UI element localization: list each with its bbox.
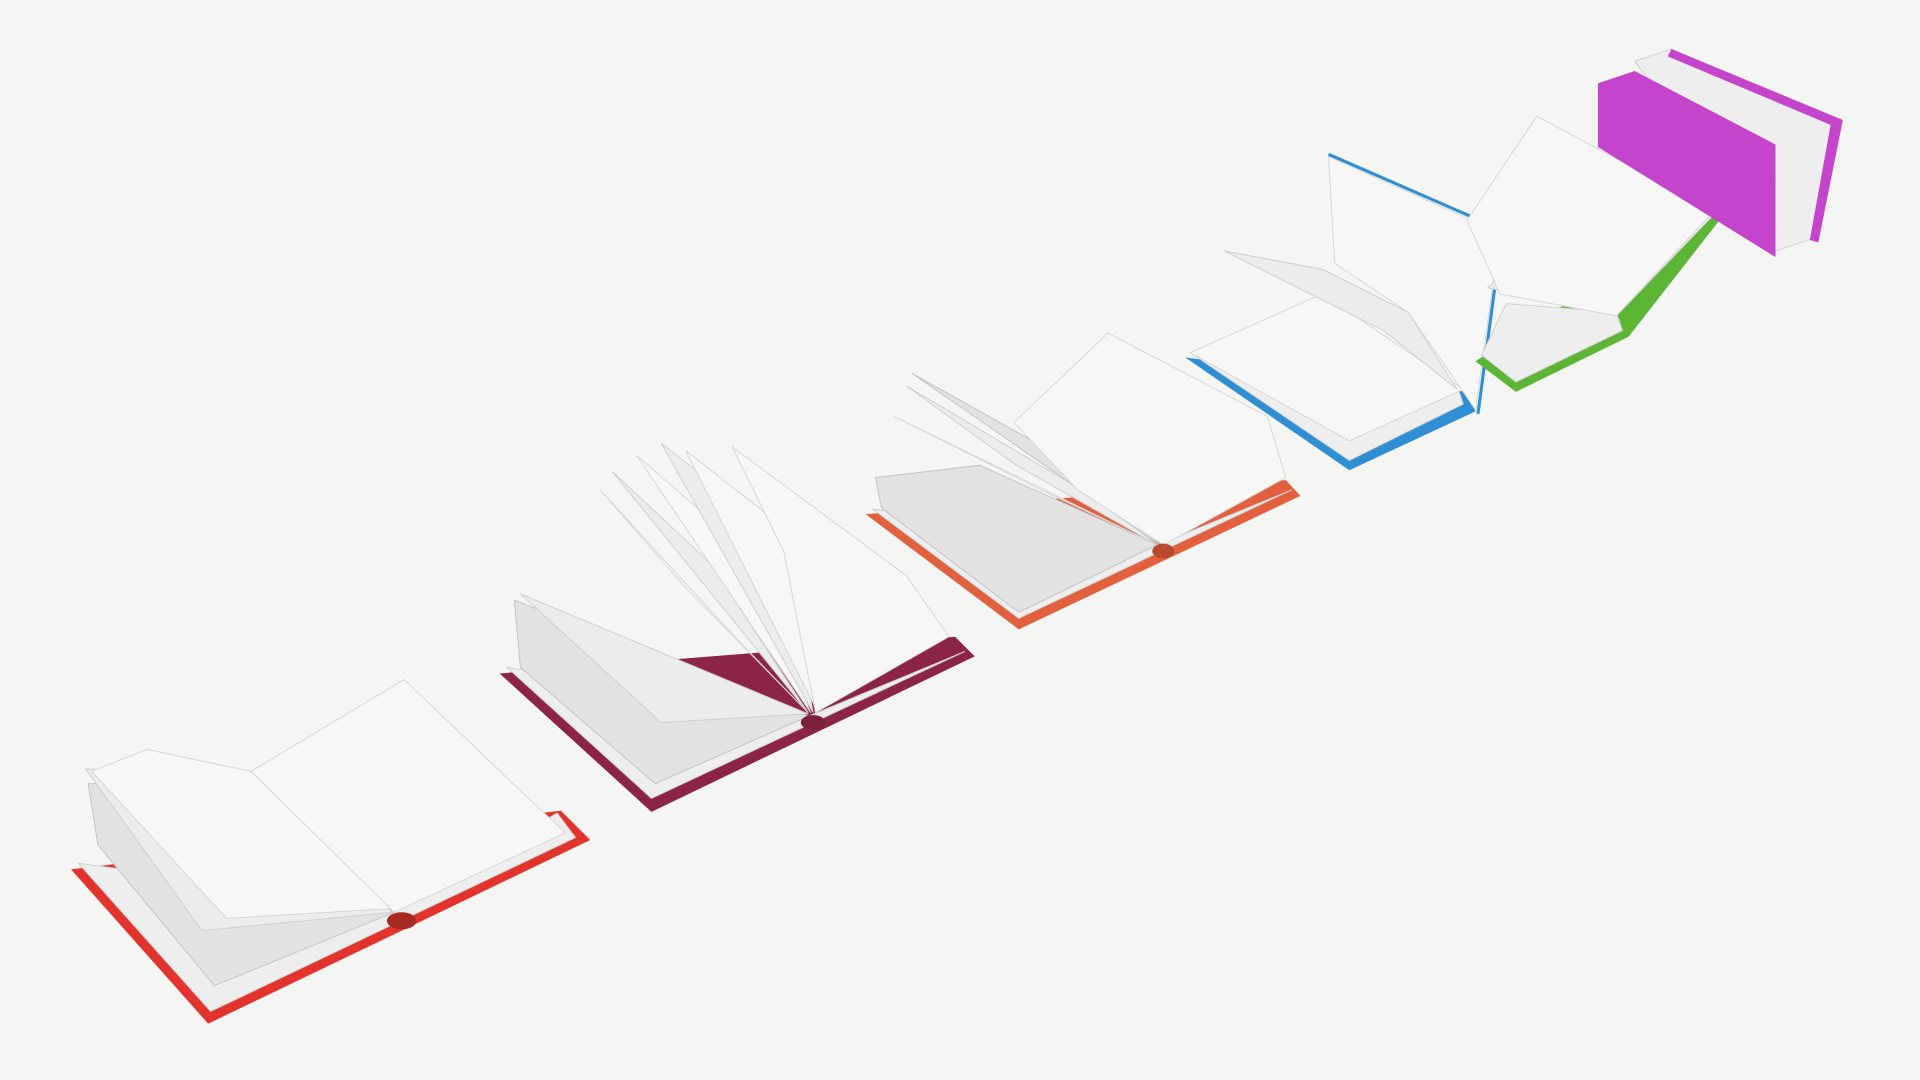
page-right [250, 678, 567, 913]
spine [1152, 543, 1175, 559]
page-block [1481, 303, 1624, 383]
page-left [520, 593, 809, 723]
book-green [1466, 115, 1725, 392]
page-fan [611, 471, 809, 713]
spine [386, 912, 417, 930]
book-back-cover [1667, 48, 1843, 243]
page-left [874, 464, 1159, 613]
page-curl [1224, 250, 1458, 390]
page-flip [893, 415, 1158, 546]
page-right [731, 446, 950, 714]
book-orange-flipping [865, 332, 1301, 630]
book-red-open [71, 678, 591, 1024]
book-front-cover [1597, 71, 1776, 258]
page-upper [1466, 115, 1716, 317]
book-magenta-closed [1597, 48, 1843, 258]
spine [800, 715, 826, 730]
page-right [1013, 332, 1287, 546]
book-maroon-fanned [499, 442, 975, 812]
book-blue-opening [1185, 152, 1505, 471]
